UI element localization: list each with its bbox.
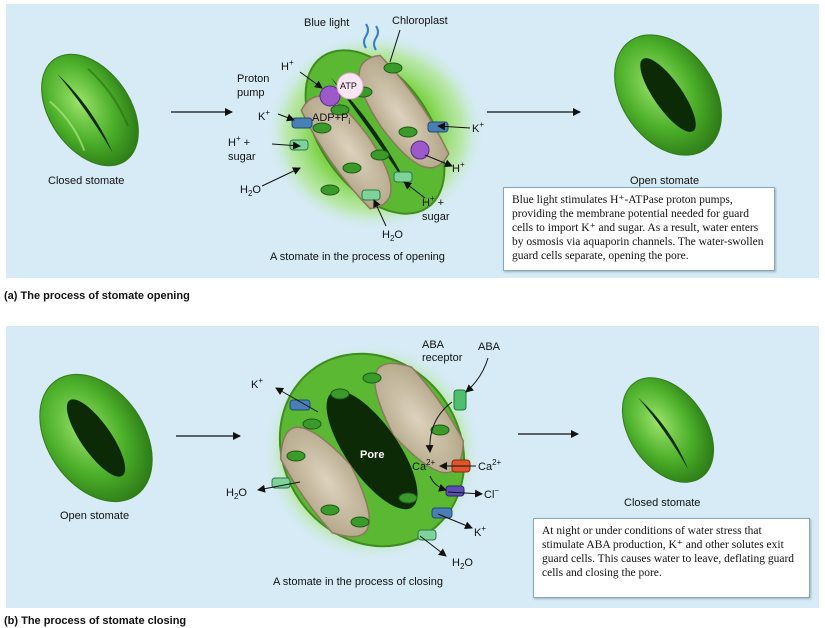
label-h-right: H+ [452, 160, 465, 175]
open-stomate-label-b: Open stomate [60, 510, 129, 522]
label-aba-receptor-1: ABA [422, 339, 445, 351]
chloroplast-icon [302, 418, 322, 430]
label-cl: Cl− [484, 486, 499, 501]
closed-stomate-label: Closed stomate [48, 175, 124, 187]
label-sugar-right: sugar [422, 211, 450, 223]
closed-stomate-label-b: Closed stomate [624, 497, 700, 509]
label-k-right: K+ [472, 120, 484, 135]
blue-light-icon [363, 23, 369, 49]
arrow-h-out-right [424, 154, 453, 168]
chloroplast-icon [350, 516, 370, 528]
k-channel-icon [291, 117, 313, 129]
arrow-sugar-in-right [403, 181, 426, 199]
chloroplast-icon [320, 184, 340, 196]
chloroplast-icon [330, 388, 350, 400]
label-pore: Pore [360, 449, 384, 461]
label-aba-receptor-2: receptor [422, 352, 463, 364]
caption-closing: (b) The process of stomate closing [4, 615, 187, 627]
proton-pump-icon [319, 85, 341, 107]
chloroplast-icon [362, 372, 382, 384]
pore [326, 390, 418, 510]
label-sugar-left: sugar [228, 151, 256, 163]
label-k-top: K+ [251, 376, 263, 391]
label-h2o-bottom-b: H2O [452, 557, 473, 571]
chloroplast-icon [320, 504, 340, 516]
arrow-water-in [261, 167, 301, 187]
sugar-transporter-icon [393, 171, 413, 183]
label-k-left: K+ [258, 108, 270, 123]
chloroplast-icon [312, 122, 332, 134]
closed-stomate-icon [621, 377, 715, 483]
label-h-sugar-right: H+ + [422, 194, 444, 209]
k-channel-icon [427, 121, 449, 133]
chloroplast-icon [398, 126, 418, 138]
arrow-k-out [275, 387, 319, 413]
opening-stomate [265, 32, 485, 232]
label-h-sugar-left: H+ + [228, 134, 250, 149]
arrow-k-in [277, 113, 295, 122]
aquaporin-icon [361, 189, 381, 201]
label-h2o-left: H2O [240, 184, 261, 198]
chloroplast-icon [430, 424, 450, 436]
arrow-k-out-bottom [437, 513, 473, 530]
open-stomate-icon [39, 373, 153, 503]
caption-opening: (a) The process of stomate opening [4, 290, 190, 302]
chloroplast-icon [342, 162, 362, 174]
k-channel-icon [289, 399, 311, 411]
arrow-h-out [299, 71, 323, 89]
arrow-water-in-bottom [373, 199, 387, 227]
chloroplast-icon [286, 450, 306, 462]
arrow-k-in-right [437, 122, 471, 131]
chloroplast-icon [330, 104, 350, 116]
label-k-bottom: K+ [474, 524, 486, 539]
label-h2o-bottom: H2O [382, 229, 403, 243]
closing-stomate [262, 342, 482, 562]
label-chloroplast: Chloroplast [392, 15, 448, 27]
note-closing: At night or under conditions of water st… [533, 518, 810, 598]
label-adp: ADP+Pi [312, 112, 350, 126]
label-h2o-left-b: H2O [226, 487, 247, 501]
atp-burst-icon [336, 72, 364, 100]
aquaporin-icon [271, 477, 291, 489]
open-stomate-icon [614, 34, 722, 156]
label-ca-left: Ca2+ [412, 458, 436, 473]
leader-chloroplast [389, 29, 401, 63]
opening-caption: A stomate in the process of opening [270, 251, 445, 263]
arrow-sugar-in [271, 141, 301, 150]
closing-caption: A stomate in the process of closing [273, 576, 443, 588]
label-ca-right: Ca2+ [478, 458, 502, 473]
blue-light-icon [373, 25, 379, 51]
arrow-water-out-bottom [419, 535, 447, 557]
chloroplast-icon [398, 492, 418, 504]
open-stomate-label: Open stomate [630, 175, 699, 187]
label-proton: Proton [237, 73, 269, 85]
chloroplast-icon [383, 62, 403, 74]
arrow-ca-to-cl [429, 475, 447, 492]
arrow-signal-ca [425, 401, 453, 453]
label-atp: ATP [340, 81, 357, 91]
arrow-aba-binding [465, 357, 489, 393]
label-aba: ABA [478, 341, 501, 353]
chloride-channel-icon [445, 485, 465, 497]
arrow-water-out [257, 481, 301, 493]
label-pump: pump [237, 87, 265, 99]
k-channel-icon [431, 507, 453, 519]
closed-stomate-icon [41, 53, 139, 167]
proton-pump-icon [410, 140, 430, 160]
aba-receptor-icon [453, 389, 467, 411]
note-opening: Blue light stimulates H⁺-ATPase proton p… [503, 187, 775, 271]
label-h-plus-top: H+ [281, 58, 294, 73]
label-blue-light: Blue light [304, 17, 349, 29]
chloroplast-icon [370, 149, 390, 161]
aquaporin-icon [417, 529, 437, 541]
arrow-cl-out [447, 489, 483, 498]
